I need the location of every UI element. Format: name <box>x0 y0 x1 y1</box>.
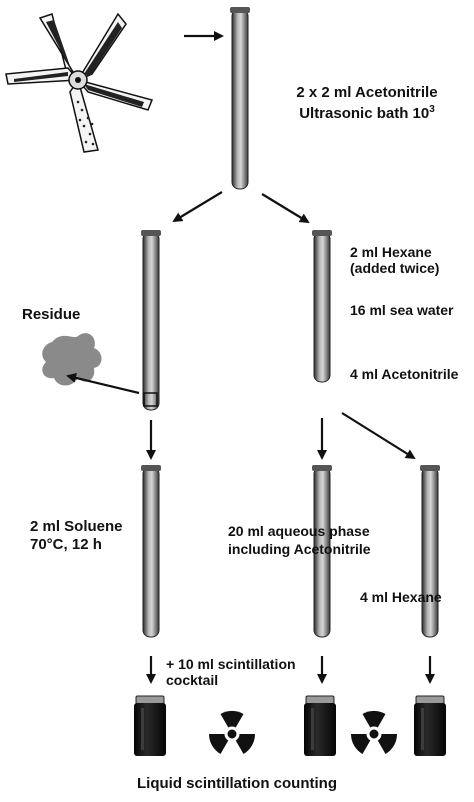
footer-caption: Liquid scintillation counting <box>137 775 337 792</box>
label-residue: Residue <box>22 306 81 323</box>
label-sea-water: 16 ml sea water <box>350 302 454 318</box>
test-tube-soluene <box>141 465 161 638</box>
residue-sample-box <box>143 392 158 407</box>
test-tube-aqueous <box>312 465 332 638</box>
arrow-to-residue <box>66 373 140 395</box>
label-soluene: 2 ml Soluene 70°C, 12 h <box>30 518 123 553</box>
arrow-split-left <box>172 191 223 223</box>
test-tube-hexane <box>420 465 440 638</box>
test-tube-partition <box>312 230 332 383</box>
starfish-icon <box>5 12 154 153</box>
scintillation-vial-icon <box>133 695 167 757</box>
test-tube-extraction <box>230 7 250 190</box>
arrow-to-hexane <box>341 412 416 460</box>
label-step1-acetonitrile: 2 x 2 ml Acetonitrile Ultrasonic bath 10… <box>296 84 438 122</box>
residue-blob-icon <box>42 333 102 386</box>
scintillation-vial-icon <box>413 695 447 757</box>
label-scintillation-cocktail: + 10 ml scintillation cocktail <box>166 656 296 688</box>
arrow-split-right <box>261 193 310 224</box>
radiation-trefoil-icon <box>208 710 256 754</box>
label-acetonitrile: 4 ml Acetonitrile <box>350 366 459 382</box>
test-tube-residue <box>141 230 161 411</box>
radiation-trefoil-icon <box>350 710 398 754</box>
label-aqueous-phase: 20 ml aqueous phase including Acetonitri… <box>228 523 371 557</box>
label-hexane-4ml: 4 ml Hexane <box>360 589 442 605</box>
scintillation-vial-icon <box>303 695 337 757</box>
label-hexane: 2 ml Hexane (added twice) <box>350 244 440 276</box>
